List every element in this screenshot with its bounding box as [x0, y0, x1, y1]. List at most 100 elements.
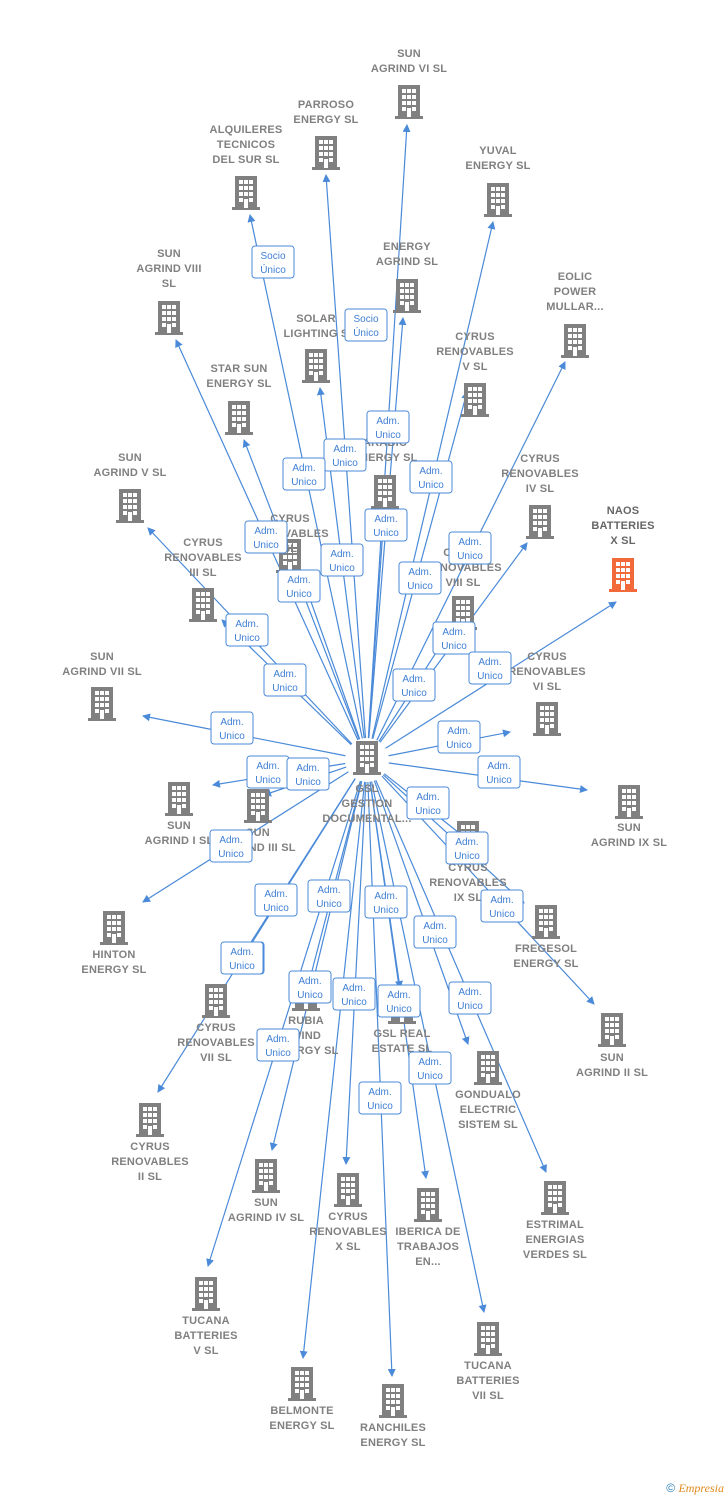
copyright-footer: © Empresia [666, 1481, 724, 1496]
edge-label-tucana-v[interactable]: Adm.Unico [220, 941, 264, 975]
edge-label-text: Adm. [374, 891, 397, 902]
edge-label-cyrus-ix[interactable]: Adm.Unico [406, 786, 450, 820]
edge-label-cyrus-ii[interactable]: Adm.Unico [254, 883, 298, 917]
edge-label-cyrus-v[interactable]: Adm.Unico [398, 561, 442, 595]
edge-label-box [277, 569, 321, 603]
edge-label-sun-agrind-v[interactable]: Adm.Unico [225, 613, 269, 647]
edge-label-sun-agrind-viii[interactable]: Adm.Unico [244, 520, 288, 554]
edge-label-text: Unico [286, 589, 312, 600]
edge-label-cyrus-x[interactable]: Adm.Unico [332, 977, 376, 1011]
edge-label-text: Adm. [442, 627, 465, 638]
edge-label-sun-agrind-ix[interactable]: Adm.Unico [477, 755, 521, 789]
edge-label-estrimal[interactable]: Adm.Unico [448, 981, 492, 1015]
edge-label-sun-agrind-iii[interactable]: Adm.Unico [286, 757, 330, 791]
edge-label-box [468, 651, 512, 685]
edge-label-iberica[interactable]: Adm.Unico [377, 984, 421, 1018]
edge-label-cyrus-iv[interactable]: Adm.Unico [432, 621, 476, 655]
edge-label-text: Adm. [219, 835, 242, 846]
edge-label-hinton[interactable]: Adm.Unico [209, 829, 253, 863]
edge-label-energy-agrind[interactable]: Adm.Unico [366, 410, 410, 444]
edge-label-tucana-vii[interactable]: Adm.Unico [408, 1051, 452, 1085]
edge-label-eolic[interactable]: Adm.Unico [448, 531, 492, 565]
edge-label-gondualo[interactable]: Adm.Unico [413, 915, 457, 949]
edge-label-text: Adm. [296, 763, 319, 774]
brand-logo-text[interactable]: Empresia [678, 1481, 724, 1495]
building-icon [615, 785, 643, 819]
edge-label-box [448, 981, 492, 1015]
building-icon [136, 1103, 164, 1137]
edge-label-rubia[interactable]: Adm.Unico [288, 970, 332, 1004]
edge-label-arabic[interactable]: Adm.Unico [364, 508, 408, 542]
edge-label-cyrus-iii[interactable]: Adm.Unico [263, 663, 307, 697]
edge-label-fregesol[interactable]: Adm.Unico [445, 831, 489, 865]
edge-label-cyrus-vi[interactable]: Adm.Unico [437, 720, 481, 754]
edge-label-parroso[interactable]: Adm.Unico [323, 438, 367, 472]
edge-label-ranchiles[interactable]: Adm.Unico [358, 1081, 402, 1115]
edge-label-gsl-real[interactable]: Adm.Unico [364, 885, 408, 919]
edge-label-box [398, 561, 442, 595]
edge-label-text: Adm. [273, 669, 296, 680]
edge-label-cyrus-renov-mid[interactable]: Adm.Unico [320, 543, 364, 577]
edge-label-text: Único [353, 326, 379, 339]
edge-label-star-sun[interactable]: Adm.Unico [277, 569, 321, 603]
edge-label-sun-agrind-iv[interactable]: Adm.Unico [307, 879, 351, 913]
edge-label-naos[interactable]: Adm.Unico [468, 651, 512, 685]
building-icon [192, 1277, 220, 1311]
edge-label-box [480, 889, 524, 923]
edge-label-sun-agrind-i[interactable]: Adm.Unico [246, 755, 290, 789]
building-icon [414, 1188, 442, 1222]
edge-label-cyrus-viii[interactable]: Adm.Unico [392, 668, 436, 702]
building-icon [561, 324, 589, 358]
edge-label-yuval[interactable]: Adm.Unico [409, 460, 453, 494]
edge-label-text: Unico [489, 909, 515, 920]
edge-label-sun-agrind-vii[interactable]: Adm.Unico [210, 711, 254, 745]
edge-label-solar-lighting[interactable]: Adm.Unico [282, 457, 326, 491]
edge-label-sun-agrind-ii[interactable]: Adm.Unico [480, 889, 524, 923]
edge-label-text: Socio [260, 251, 285, 262]
edge-label-belmonte[interactable]: Adm.Unico [256, 1028, 300, 1062]
